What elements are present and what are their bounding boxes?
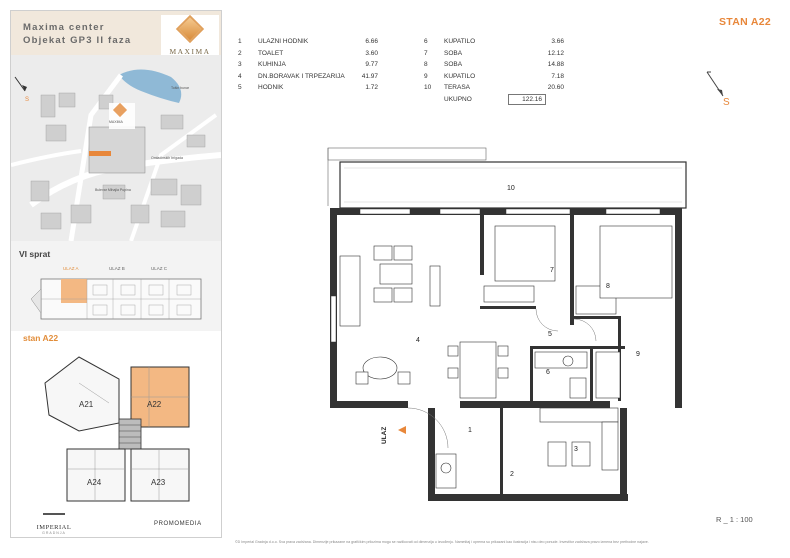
room-number: 4	[238, 72, 242, 80]
room-row: 1 ULAZNI HODNIK 6.66	[238, 36, 388, 48]
unit-a21-label: A21	[79, 400, 94, 409]
total-label: UKUPNO	[444, 96, 472, 103]
apartment-title: STAN A22	[719, 16, 771, 28]
room-number: 1	[238, 38, 242, 45]
room-row: 3 KUHINJA 9.77	[238, 59, 388, 71]
map-compass-label: S	[25, 97, 29, 103]
entrance-a-label: ULAZ A	[63, 266, 79, 271]
room-number-8: 8	[606, 283, 610, 290]
floor-section: VI sprat ULAZ A ULAZ B ULAZ C	[11, 241, 221, 331]
room-number: 2	[238, 49, 242, 57]
entrance-label: ULAZ	[381, 427, 388, 444]
sofa	[339, 255, 361, 327]
room-area: 7.18	[551, 72, 564, 80]
room-area: 3.60	[365, 49, 378, 57]
single-bed	[494, 225, 556, 282]
room-name: SOBA	[444, 49, 463, 57]
site-highlight	[89, 151, 111, 156]
apartment-floor-plan: 10 4 1 2 3 5 6 7 8 9 ULAZ	[327, 147, 687, 501]
highlighted-entrance-block	[61, 279, 87, 303]
room-row: 4 DN.BORAVAK I TRPEZARIJA 41.97	[238, 71, 388, 83]
scale-label: R _ 1 : 100	[716, 515, 753, 524]
room-name: KUPATILO	[444, 72, 476, 80]
room-number-4: 4	[416, 337, 420, 344]
room-row: 5 HODNIK 1.72	[238, 82, 388, 94]
room-number-9: 9	[636, 351, 640, 358]
room-number-2: 2	[510, 471, 514, 478]
compass-label: S	[723, 97, 730, 108]
footer-disclaimer: ©D Imperial Gradnja d.o.o. Sva prava zad…	[235, 540, 649, 544]
room-area: 20.60	[547, 84, 564, 92]
floor-plan-thumbnail	[31, 278, 202, 320]
street-label: Bulevar Mihajla Pupina	[95, 188, 131, 192]
total-area-value: 122.16	[508, 94, 546, 105]
location-map: MAXIMA S Tošin bunar Omladinskih brigada…	[11, 55, 221, 241]
apartment-small-label: stan A22	[23, 333, 59, 343]
room-row: 6 KUPATILO 3.66	[424, 36, 574, 48]
room-row: 10 TERASA 20.60	[424, 82, 574, 94]
room-area: 3.66	[551, 38, 564, 45]
room-number: 8	[424, 61, 428, 69]
compass-icon	[706, 71, 724, 97]
floor-label: VI sprat	[19, 249, 51, 259]
imperial-columns-icon	[43, 513, 65, 523]
room-number: 7	[424, 49, 428, 57]
project-header: Maxima center Objekat GP3 II faza MAXIMA…	[11, 11, 221, 71]
imperial-sub: GRADNJA	[42, 531, 66, 535]
room-number-3: 3	[574, 446, 578, 453]
room-area: 14.88	[547, 61, 564, 69]
street-label: Omladinskih brigada	[151, 156, 183, 160]
river-shape	[119, 69, 182, 103]
terrace-outline	[339, 161, 687, 209]
room-number: 10	[424, 84, 432, 92]
location-map-drawing: MAXIMA S Tošin bunar Omladinskih brigada…	[11, 55, 221, 241]
room-number-1: 1	[468, 427, 472, 434]
sidebar: Maxima center Objekat GP3 II faza MAXIMA…	[10, 10, 222, 538]
room-name: SOBA	[444, 61, 463, 69]
svg-text:MAXIMA: MAXIMA	[109, 120, 123, 124]
room-number: 9	[424, 72, 428, 80]
room-name: KUHINJA	[258, 61, 286, 69]
room-name: TOALET	[258, 49, 284, 57]
room-number-6: 6	[546, 369, 550, 376]
unit-a24-label: A24	[87, 478, 102, 487]
room-area: 12.12	[547, 49, 564, 57]
promomedia-label: PROMOMEDIA	[154, 521, 202, 527]
room-area: 41.97	[361, 72, 378, 80]
room-row: 8 SOBA 14.88	[424, 59, 574, 71]
room-number: 3	[238, 61, 242, 69]
room-number-7: 7	[550, 267, 554, 274]
logo-diamond-icon	[175, 14, 205, 44]
imperial-name: IMPERIAL	[36, 524, 72, 531]
street-label: Tošin bunar	[171, 86, 190, 90]
imperial-logo: IMPERIAL GRADNJA	[29, 513, 79, 535]
room-area: 6.66	[365, 38, 378, 45]
double-bed	[599, 225, 673, 299]
room-name: KUPATILO	[444, 38, 476, 45]
project-subtitle: Objekat GP3 II faza	[23, 35, 132, 46]
room-row: 7 SOBA 12.12	[424, 48, 574, 60]
room-name: HODNIK	[258, 84, 284, 92]
unit-a22-label: A22	[147, 400, 162, 409]
entrance-arrow-icon	[398, 426, 406, 434]
logo-text: MAXIMA	[169, 47, 211, 56]
room-number-5: 5	[548, 331, 552, 338]
room-number-10: 10	[507, 185, 515, 192]
room-name: ULAZNI HODNIK	[258, 38, 309, 45]
room-row: 9 KUPATILO 7.18	[424, 71, 574, 83]
project-title: Maxima center	[23, 22, 105, 33]
room-area: 9.77	[365, 61, 378, 69]
building-key-plan: A21 A22 A24 A23	[39, 353, 209, 505]
room-row: 2 TOALET 3.60	[238, 48, 388, 60]
room-name: DN.BORAVAK I TRPEZARIJA	[258, 72, 345, 80]
entrance-b-label: ULAZ B	[109, 266, 125, 271]
unit-a23-label: A23	[151, 478, 166, 487]
entrance-c-label: ULAZ C	[151, 266, 168, 271]
room-name: TERASA	[444, 84, 471, 92]
room-number: 6	[424, 38, 428, 45]
room-number: 5	[238, 84, 242, 92]
map-compass-icon	[14, 76, 27, 92]
room-area: 1.72	[365, 84, 378, 92]
